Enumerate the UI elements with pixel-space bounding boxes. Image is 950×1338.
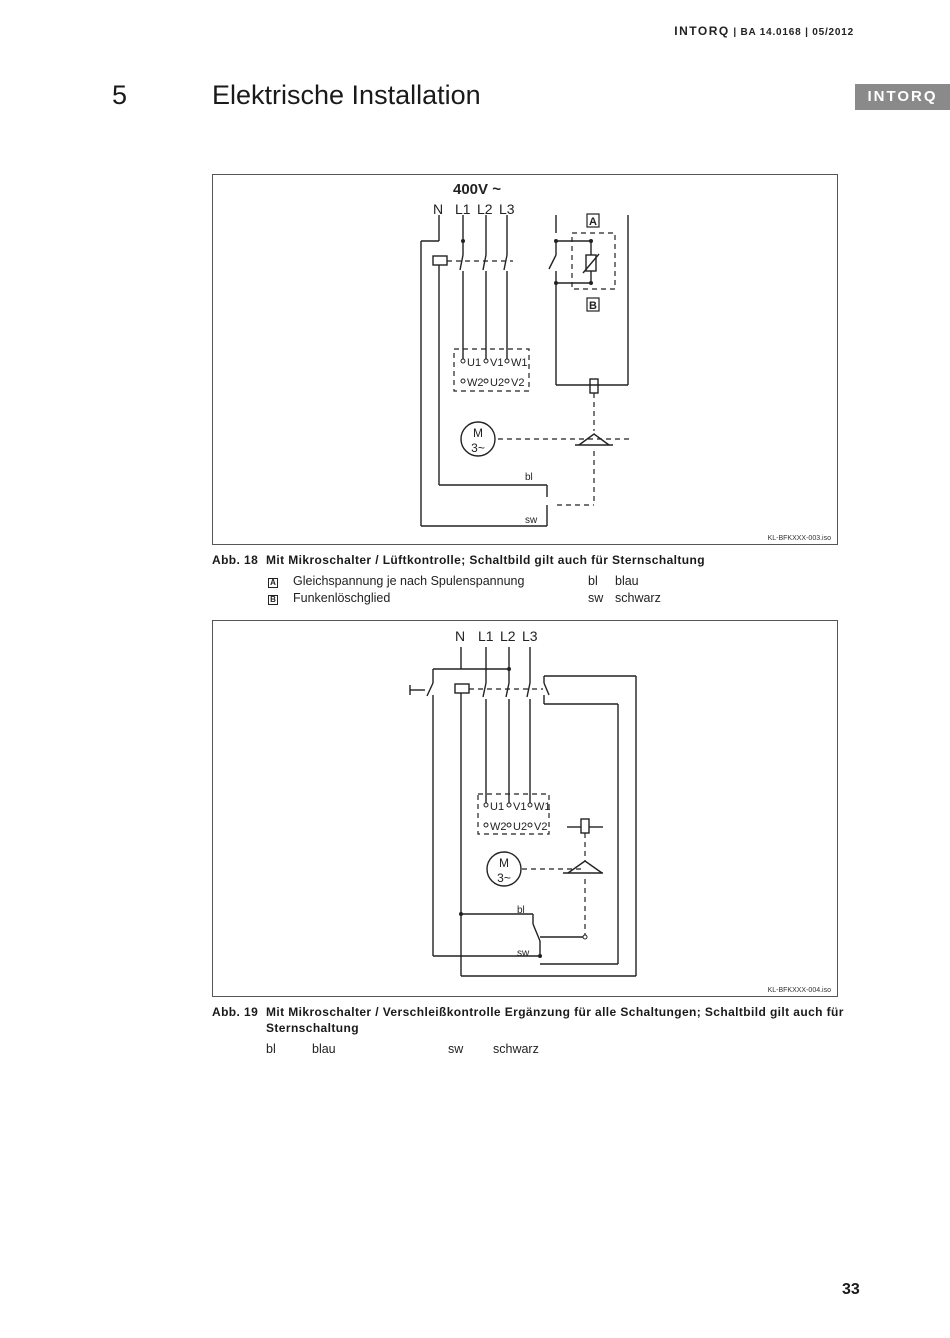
legend-key-a: A [268, 578, 278, 588]
terminal-u2: U2 [513, 821, 527, 833]
legend-meaning-blau: blau [615, 574, 639, 588]
figure-18-file-id: KL-BFKXXX-003.iso [767, 535, 831, 542]
legend-abbr-sw: sw [448, 1042, 464, 1056]
legend-abbr-bl: bl [266, 1042, 276, 1056]
marker-b: B [589, 300, 597, 312]
legend-text-a: Gleichspannung je nach Spulenspannung [293, 574, 525, 588]
wire-label-sw: sw [525, 515, 538, 526]
phase-label-l2: L2 [500, 628, 516, 644]
wire-label-sw: sw [517, 948, 530, 959]
wire-label-bl: bl [525, 472, 533, 483]
running-header: INTORQ | BA 14.0168 | 05/2012 [674, 24, 854, 38]
phase-label-l2: L2 [477, 201, 493, 217]
figure-18-caption-label: Abb. 18 [212, 553, 259, 567]
terminal-u2: U2 [490, 377, 504, 389]
legend-meaning-schwarz: schwarz [615, 591, 661, 605]
motor-label: M [473, 426, 483, 440]
terminal-v2: V2 [534, 821, 547, 833]
marker-a: A [589, 216, 597, 228]
terminal-w2: W2 [467, 377, 484, 389]
page-number: 33 [842, 1281, 860, 1298]
terminal-u1: U1 [467, 357, 481, 369]
legend-text-b: Funkenlöschglied [293, 591, 391, 605]
legend-row-b: B [268, 591, 278, 605]
phase-label-n: N [433, 201, 443, 217]
terminal-u1: U1 [490, 801, 504, 813]
terminal-v2: V2 [511, 377, 524, 389]
figure-18-wiring-diagram: 400V ~ N L1 L2 L3 U1 V1 W1 W2 U2 V2 M 3~… [420, 181, 633, 527]
phase-label-l1: L1 [455, 201, 471, 217]
motor-phase-label: 3~ [471, 441, 485, 455]
figure-18-caption-text: Mit Mikroschalter / Lüftkontrolle; Schal… [266, 553, 705, 567]
chapter-tab-logo: INTORQ [855, 84, 950, 110]
figure-19-caption-text: Mit Mikroschalter / Verschleißkontrolle … [266, 1005, 844, 1035]
motor-label: M [499, 856, 509, 870]
motor-phase-label: 3~ [497, 871, 511, 885]
figure-19-file-id: KL-BFKXXX-004.iso [767, 987, 831, 994]
wire-label-bl: bl [517, 905, 525, 916]
chapter-number: 5 [112, 80, 128, 110]
legend-abbr-sw: sw [588, 591, 604, 605]
figure-18-frame: 400V ~ N L1 L2 L3 U1 V1 W1 W2 U2 V2 M 3~… [212, 174, 838, 545]
document-reference: | BA 14.0168 | 05/2012 [733, 27, 854, 38]
phase-label-l3: L3 [499, 201, 515, 217]
figure-19-wiring-diagram: N L1 L2 L3 U1 V1 W1 W2 U2 V2 M 3~ bl sw [409, 628, 637, 977]
legend-key-b: B [268, 595, 278, 605]
terminal-w1: W1 [534, 801, 551, 813]
legend-abbr-bl: bl [588, 574, 598, 588]
brand-logo: INTORQ [674, 24, 730, 38]
figure-19-caption-label: Abb. 19 [212, 1005, 259, 1019]
terminal-v1: V1 [490, 357, 503, 369]
terminal-w2: W2 [490, 821, 507, 833]
voltage-label: 400V ~ [453, 181, 501, 198]
terminal-w1: W1 [511, 357, 528, 369]
phase-label-n: N [455, 628, 465, 644]
figure-19-frame: N L1 L2 L3 U1 V1 W1 W2 U2 V2 M 3~ bl sw … [212, 620, 838, 997]
phase-label-l3: L3 [522, 628, 538, 644]
legend-row-a: A [268, 574, 278, 588]
terminal-v1: V1 [513, 801, 526, 813]
legend-meaning-blau: blau [312, 1042, 336, 1056]
chapter-title: Elektrische Installation [212, 80, 481, 110]
legend-meaning-schwarz: schwarz [493, 1042, 539, 1056]
phase-label-l1: L1 [478, 628, 494, 644]
